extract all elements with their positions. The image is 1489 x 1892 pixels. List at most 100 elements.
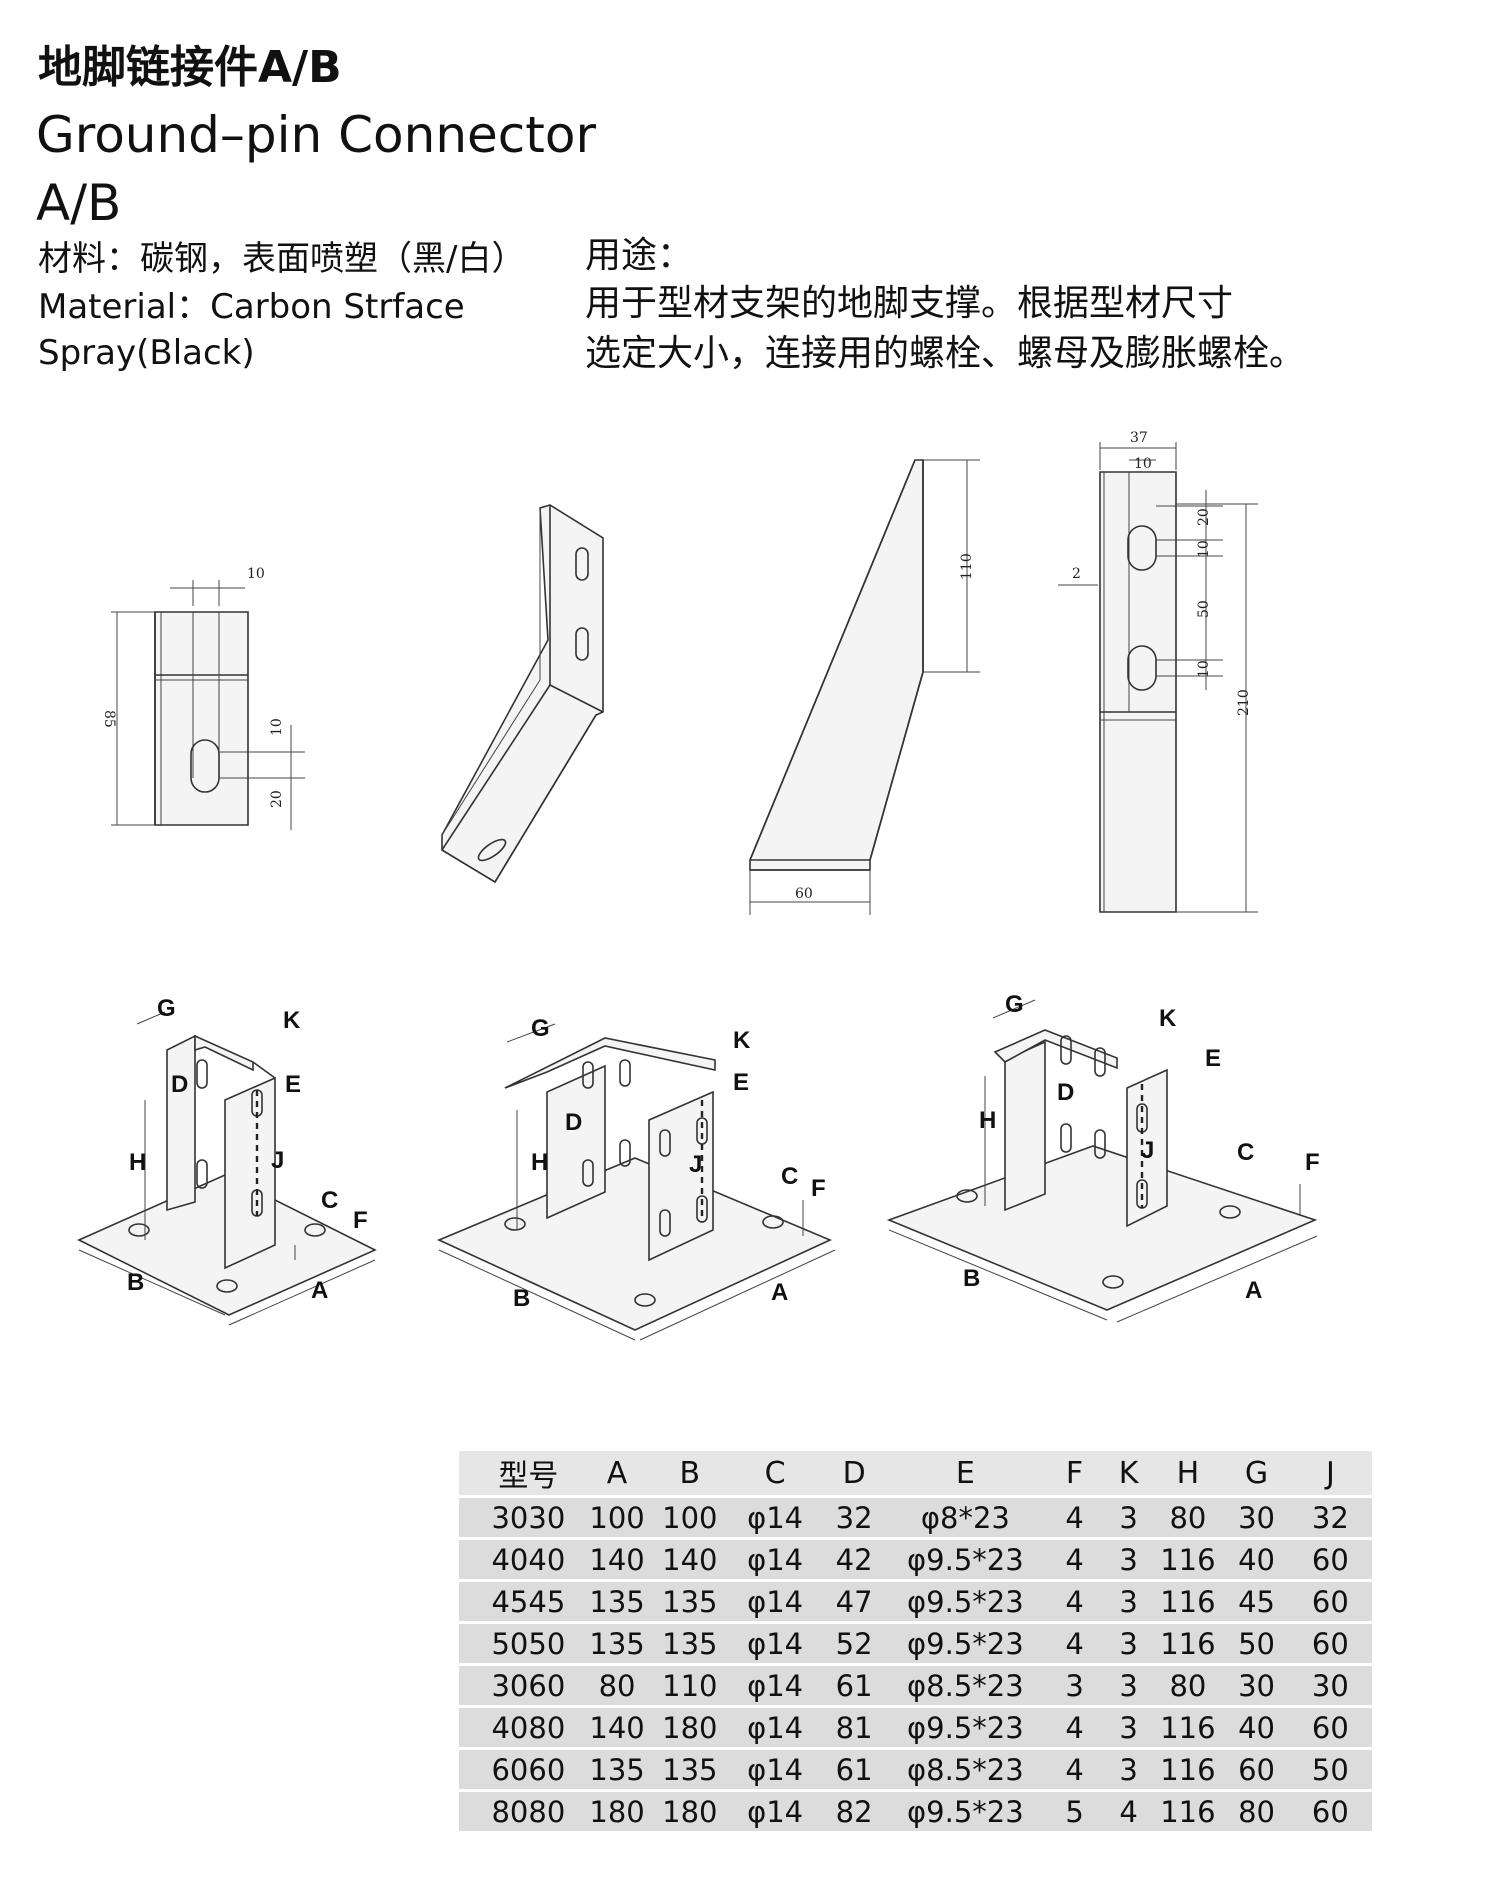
table-cell: 116 bbox=[1151, 1708, 1225, 1747]
table-cell: 80 bbox=[1151, 1666, 1225, 1705]
label-j: J bbox=[271, 1147, 284, 1174]
table-cell: φ14 bbox=[729, 1582, 821, 1621]
table-cell: 116 bbox=[1151, 1750, 1225, 1789]
table-cell: 135 bbox=[650, 1582, 730, 1621]
table-cell: 3 bbox=[1105, 1750, 1152, 1789]
dim-text: 10 bbox=[269, 718, 285, 736]
table-cell: 180 bbox=[583, 1792, 651, 1831]
table-cell: 135 bbox=[583, 1624, 651, 1663]
table-cell: 100 bbox=[650, 1498, 730, 1537]
table-cell: 4 bbox=[1043, 1540, 1106, 1579]
table-cell: 4080 bbox=[459, 1708, 584, 1747]
label-c: C bbox=[1237, 1139, 1254, 1166]
column-header: 型号 bbox=[459, 1451, 584, 1495]
table-cell: φ9.5*23 bbox=[887, 1792, 1044, 1831]
table-cell: 60 bbox=[1288, 1540, 1372, 1579]
label-b: B bbox=[127, 1269, 144, 1296]
label-a: A bbox=[1245, 1277, 1262, 1304]
table-cell: 3030 bbox=[459, 1498, 584, 1537]
table-cell: 4 bbox=[1043, 1624, 1106, 1663]
usage-line1: 用于型材支架的地脚支撑。根据型材尺寸 bbox=[585, 283, 1234, 324]
title-en-line1: Ground–pin Connector bbox=[36, 106, 597, 164]
dim-text: 37 bbox=[1130, 430, 1148, 446]
table-cell: φ8*23 bbox=[887, 1498, 1044, 1537]
table-cell: 3060 bbox=[459, 1666, 584, 1705]
table-cell: 180 bbox=[650, 1708, 730, 1747]
table-cell: 3 bbox=[1105, 1666, 1152, 1705]
label-b: B bbox=[513, 1285, 530, 1312]
dim-text: 50 bbox=[1196, 600, 1212, 618]
label-d: D bbox=[1057, 1079, 1074, 1106]
table-cell: 3 bbox=[1105, 1582, 1152, 1621]
table-cell: 60 bbox=[1288, 1582, 1372, 1621]
table-cell: 30 bbox=[1224, 1666, 1289, 1705]
column-header: E bbox=[887, 1451, 1044, 1495]
table-cell: 4040 bbox=[459, 1540, 584, 1579]
table-cell: 116 bbox=[1151, 1624, 1225, 1663]
table-cell: 40 bbox=[1224, 1708, 1289, 1747]
table-cell: 45 bbox=[1224, 1582, 1289, 1621]
material-en-line2: Spray(Black) bbox=[38, 333, 255, 373]
label-j: J bbox=[1141, 1137, 1154, 1164]
label-f: F bbox=[1305, 1149, 1320, 1176]
table-cell: 4545 bbox=[459, 1582, 584, 1621]
table-cell: 42 bbox=[820, 1540, 888, 1579]
column-header: D bbox=[820, 1451, 888, 1495]
table-cell: φ9.5*23 bbox=[887, 1582, 1044, 1621]
dim-text: 10 bbox=[1134, 456, 1152, 472]
dim-text: 20 bbox=[269, 790, 285, 808]
table-cell: 135 bbox=[650, 1624, 730, 1663]
dim-text: 20 bbox=[1196, 508, 1212, 526]
table-cell: 135 bbox=[583, 1582, 651, 1621]
title-cn: 地脚链接件A/B bbox=[38, 42, 342, 93]
table-cell: φ9.5*23 bbox=[887, 1624, 1044, 1663]
label-f: F bbox=[811, 1175, 826, 1202]
table-cell: 47 bbox=[820, 1582, 888, 1621]
table-cell: φ14 bbox=[729, 1750, 821, 1789]
column-header: J bbox=[1288, 1451, 1372, 1495]
label-d: D bbox=[171, 1071, 188, 1098]
table-cell: 8080 bbox=[459, 1792, 584, 1831]
table-cell: 3 bbox=[1105, 1498, 1152, 1537]
column-header: H bbox=[1151, 1451, 1225, 1495]
label-k: K bbox=[1159, 1005, 1177, 1032]
table-cell: 3 bbox=[1043, 1666, 1106, 1705]
table-cell: 5 bbox=[1043, 1792, 1106, 1831]
base-drawing-3: G K D E H J C F B A bbox=[885, 991, 1320, 1340]
table-cell: 52 bbox=[820, 1624, 888, 1663]
table-cell: 60 bbox=[1224, 1750, 1289, 1789]
table-cell: 32 bbox=[820, 1498, 888, 1537]
label-f: F bbox=[353, 1207, 368, 1234]
base-drawing-1: G K D E H J C F B A bbox=[75, 995, 395, 1320]
table-cell: 135 bbox=[650, 1750, 730, 1789]
base-drawing-2: G K D E H J C F B A bbox=[435, 1015, 855, 1350]
table-cell: φ14 bbox=[729, 1792, 821, 1831]
label-h: H bbox=[531, 1149, 548, 1176]
table-cell: 80 bbox=[1224, 1792, 1289, 1831]
table-header-row: 型号 A B C D E F K H G J bbox=[459, 1451, 1372, 1495]
table-cell: 4 bbox=[1043, 1750, 1106, 1789]
column-header: A bbox=[583, 1451, 651, 1495]
material-en-line1: Material：Carbon Strface bbox=[38, 287, 465, 327]
table-cell: 80 bbox=[583, 1666, 651, 1705]
table-cell: 80 bbox=[1151, 1498, 1225, 1537]
usage-line2: 选定大小，连接用的螺栓、螺母及膨胀螺栓。 bbox=[585, 333, 1306, 374]
table-cell: 60 bbox=[1288, 1792, 1372, 1831]
table-cell: 61 bbox=[820, 1750, 888, 1789]
label-h: H bbox=[979, 1107, 996, 1134]
table-cell: 40 bbox=[1224, 1540, 1289, 1579]
dim-text: 85 bbox=[101, 710, 117, 728]
column-header: K bbox=[1105, 1451, 1152, 1495]
label-g: G bbox=[1005, 991, 1024, 1018]
table-cell: φ8.5*23 bbox=[887, 1750, 1044, 1789]
table-cell: 61 bbox=[820, 1666, 888, 1705]
table-cell: 4 bbox=[1043, 1582, 1106, 1621]
table-cell: 3 bbox=[1105, 1540, 1152, 1579]
table-cell: 50 bbox=[1288, 1750, 1372, 1789]
